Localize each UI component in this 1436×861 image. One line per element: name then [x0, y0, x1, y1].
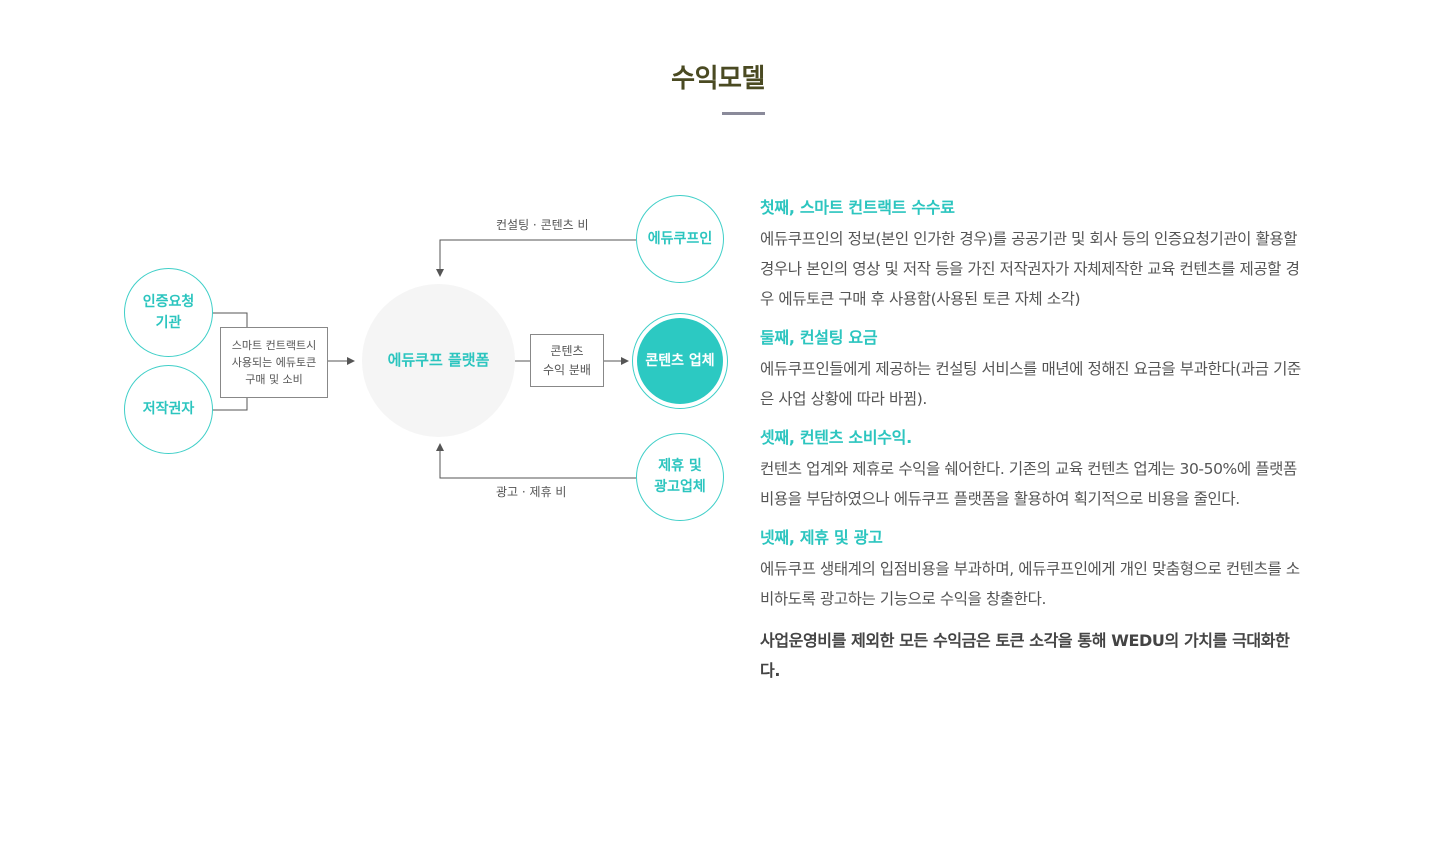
section-3: 셋째, 컨텐츠 소비수익. 컨텐츠 업계와 제휴로 수익을 쉐어한다. 기존의 …: [760, 424, 1305, 514]
section-1-heading: 첫째, 스마트 컨트랙트 수수료: [760, 198, 955, 217]
arrow-advertising: [436, 443, 636, 479]
summary-statement: 사업운영비를 제외한 모든 수익금은 토큰 소각을 통해 WEDU의 가치를 극…: [760, 631, 1290, 680]
node-certification-agency-line2: 기관: [155, 314, 182, 331]
node-copyright-holder: 저작권자: [124, 365, 213, 454]
box-revenue-share-line2: 수익 분배: [543, 362, 591, 377]
node-content-company: 콘텐츠 업체: [637, 318, 723, 404]
box-smart-contract-line1: 스마트 컨트랙트시: [231, 339, 317, 352]
page-title: 수익모델: [671, 64, 765, 94]
box-revenue-share-line1: 콘텐츠: [550, 343, 584, 358]
revenue-description: 첫째, 스마트 컨트랙트 수수료 에듀쿠프인의 정보(본인 인가한 경우)를 공…: [760, 194, 1305, 686]
node-partner-ad-line2: 광고업체: [654, 479, 706, 495]
connector-left-bottom: [212, 397, 248, 411]
node-certification-agency-line1: 인증요청: [142, 293, 195, 310]
arrow-consulting: [436, 239, 636, 277]
section-2: 둘째, 컨설팅 요금 에듀쿠프인들에게 제공하는 컨설팅 서비스를 매년에 정해…: [760, 324, 1305, 414]
section-2-body: 에듀쿠프인들에게 제공하는 컨설팅 서비스를 매년에 정해진 요금을 부과한다(…: [760, 360, 1301, 408]
section-4-heading: 넷째, 제휴 및 광고: [760, 528, 883, 547]
section-2-heading: 둘째, 컨설팅 요금: [760, 328, 878, 347]
section-4: 넷째, 제휴 및 광고 에듀쿠프 생태계의 입점비용을 부과하며, 에듀쿠프인에…: [760, 524, 1305, 614]
label-consulting-fee: 컨설팅 · 콘텐츠 비: [496, 218, 589, 232]
box-revenue-share: 콘텐츠 수익 분배: [530, 334, 604, 387]
box-smart-contract-line3: 구매 및 소비: [245, 373, 303, 386]
title-divider: [722, 112, 765, 115]
box-smart-contract: 스마트 컨트랙트시 사용되는 에듀토큰 구매 및 소비: [220, 327, 328, 398]
section-3-heading: 셋째, 컨텐츠 소비수익.: [760, 428, 912, 447]
section-3-body: 컨텐츠 업계와 제휴로 수익을 쉐어한다. 기존의 교육 컨텐츠 업계는 30-…: [760, 460, 1297, 508]
node-platform: 에듀쿠프 플랫폼: [362, 284, 515, 437]
connector-left-top: [212, 312, 248, 328]
section-1-body: 에듀쿠프인의 정보(본인 인가한 경우)를 공공기관 및 회사 등의 인증요청기…: [760, 230, 1300, 308]
section-1: 첫째, 스마트 컨트랙트 수수료 에듀쿠프인의 정보(본인 인가한 경우)를 공…: [760, 194, 1305, 314]
node-partner-ad-line1: 제휴 및: [658, 458, 702, 474]
node-content-company-ring: [632, 313, 728, 409]
node-educoop-user: 에듀쿠프인: [636, 195, 724, 283]
section-4-body: 에듀쿠프 생태계의 입점비용을 부과하며, 에듀쿠프인에게 개인 맞춤형으로 컨…: [760, 560, 1300, 608]
label-ad-fee: 광고 · 제휴 비: [496, 485, 567, 499]
box-smart-contract-line2: 사용되는 에듀토큰: [231, 356, 317, 369]
diagram-connectors: [212, 239, 636, 479]
